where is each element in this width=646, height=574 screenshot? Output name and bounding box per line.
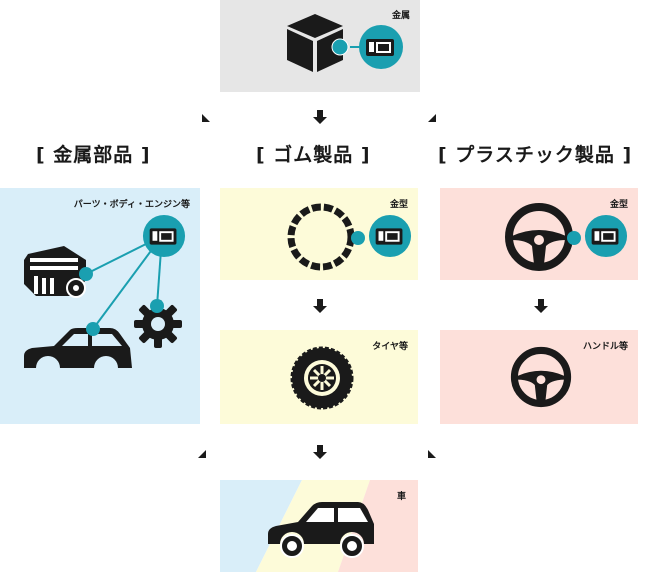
heading-rubber-products: [ ゴム製品 ] [256, 144, 371, 166]
arrow-icon [428, 446, 440, 458]
machine-icon [584, 214, 628, 258]
tire-panel: タイヤ等 [220, 330, 418, 424]
tire-icon [290, 346, 354, 410]
steering-label: ハンドル等 [582, 342, 628, 352]
machine-icon [368, 214, 412, 258]
connector-dot [567, 231, 581, 245]
heading-plastic-products: [ プラスチック製品 ] [438, 144, 633, 166]
metal-parts-panel: パーツ・ボディ・エンジン等 [0, 188, 200, 424]
rubber-mold-label: 金型 [389, 200, 408, 210]
arrow-icon [313, 445, 327, 459]
arrow-icon [202, 110, 214, 122]
connector-dot [150, 299, 164, 313]
heading-metal-parts: [ 金属部品 ] [36, 144, 151, 166]
arrow-icon [194, 446, 206, 458]
engine-icon [24, 246, 86, 298]
connector-dot [79, 267, 93, 281]
steering-wheel-icon [510, 346, 572, 408]
machine-icon [359, 25, 403, 69]
steering-panel: ハンドル等 [440, 330, 638, 424]
connector-dot [331, 38, 349, 56]
arrow-icon [424, 110, 436, 122]
arrow-icon [313, 110, 327, 124]
machine-icon [142, 214, 186, 258]
car-body-icon [24, 328, 132, 368]
steering-wheel-icon [505, 203, 573, 271]
plastic-mold-label: 金型 [609, 200, 628, 210]
metal-source-label: 金属 [391, 11, 410, 21]
arrow-icon [534, 299, 548, 313]
car-panel: 車 [220, 480, 418, 572]
metal-parts-label: パーツ・ボディ・エンジン等 [73, 200, 190, 210]
plastic-mold-panel: 金型 [440, 188, 638, 280]
rubber-mold-panel: 金型 [220, 188, 418, 280]
metal-source-panel: 金属 [220, 0, 420, 92]
arrow-icon [313, 299, 327, 313]
car-icon [268, 502, 374, 558]
tire-label: タイヤ等 [372, 342, 408, 352]
connector-dot [86, 322, 100, 336]
connector-dot [351, 231, 365, 245]
ring-icon [287, 203, 355, 271]
car-label: 車 [396, 492, 406, 502]
